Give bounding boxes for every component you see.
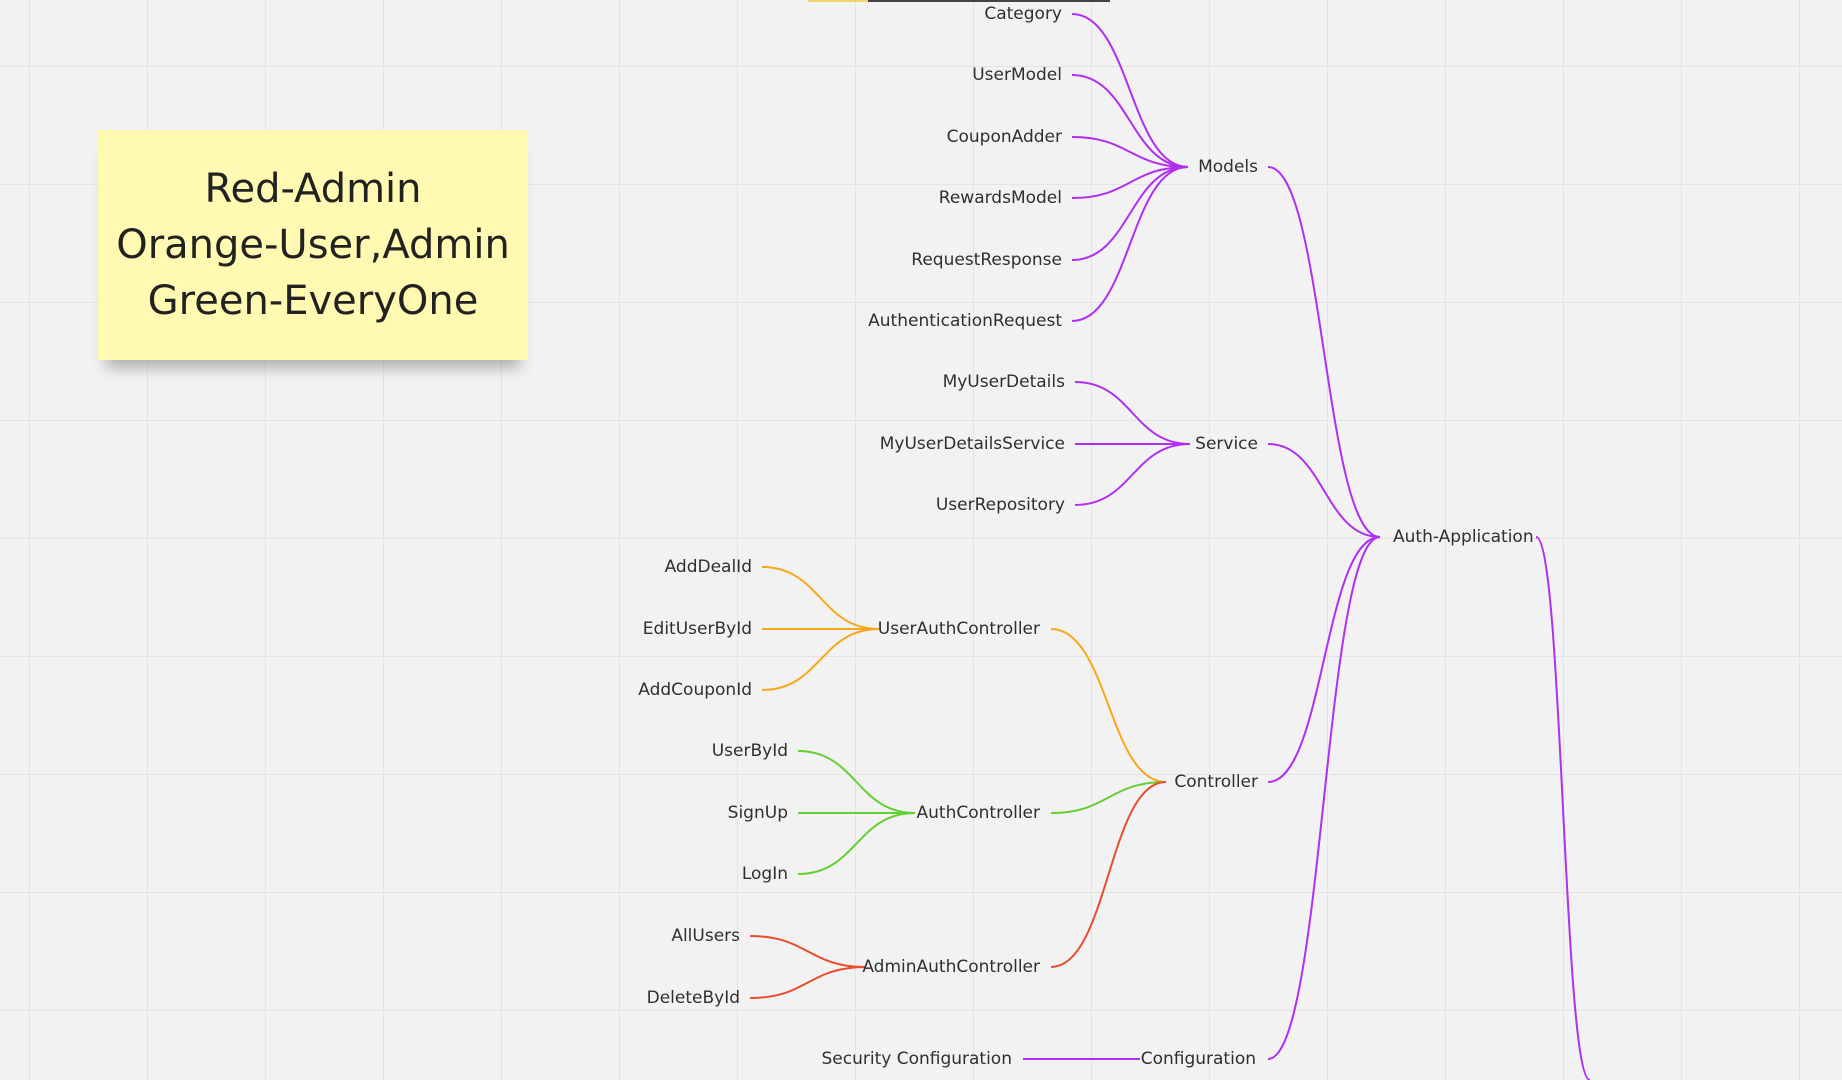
node-allusers[interactable]: AllUsers [671,926,740,946]
node-service[interactable]: Service [1195,434,1258,454]
node-addcouponid[interactable]: AddCouponId [638,680,752,700]
edge-auth-controller-to-controller [1050,781,1167,814]
mindmap-edges [749,13,1591,1080]
node-userrepository[interactable]: UserRepository [936,495,1065,515]
edge-login-to-auth-controller [797,812,916,875]
edge-authenticationrequest-to-models [1071,166,1189,322]
edge-category-to-models [1071,13,1189,168]
node-myuserdetailsservice[interactable]: MyUserDetailsService [880,434,1065,454]
legend-sticky-note[interactable]: Red-Admin Orange-User,Admin Green-EveryO… [98,130,528,360]
edge-requestresponse-to-models [1071,166,1189,261]
node-edituserbyid[interactable]: EditUserById [643,619,752,639]
node-category[interactable]: Category [984,4,1062,24]
edge-user-auth-controller-to-controller [1050,628,1167,783]
node-usermodel[interactable]: UserModel [972,65,1062,85]
node-security-configuration[interactable]: Security Configuration [821,1049,1012,1069]
node-adddealid[interactable]: AddDealId [665,557,752,577]
legend-line-orange: Orange-User,Admin [116,222,510,268]
node-couponadder[interactable]: CouponAdder [947,127,1062,147]
node-login[interactable]: LogIn [742,864,788,884]
edge-service-to-root [1267,443,1381,538]
edge-allusers-to-admin-auth-controller [749,935,867,968]
node-deletebyid[interactable]: DeleteById [647,988,740,1008]
node-authenticationrequest[interactable]: AuthenticationRequest [868,311,1062,331]
mindmap-labels: Auth-Application Models CategoryUserModelC… [638,4,1533,1069]
edge-addcouponid-to-user-auth-controller [761,628,880,691]
node-userbyid[interactable]: UserById [712,741,788,761]
edge-userbyid-to-auth-controller [797,750,916,814]
node-authcontroller[interactable]: AuthController [917,803,1040,823]
edge-deletebyid-to-admin-auth-controller [749,966,867,999]
node-models[interactable]: Models [1198,157,1258,177]
node-requestresponse[interactable]: RequestResponse [911,250,1062,270]
node-auth-application[interactable]: Auth-Application [1393,527,1534,547]
edge-admin-auth-controller-to-controller [1050,781,1167,968]
edge-couponadder-to-models [1071,136,1189,168]
top-edge-bar-yellow [808,0,868,2]
edge-controller-to-root [1267,536,1381,783]
node-adminauthcontroller[interactable]: AdminAuthController [862,957,1040,977]
node-configuration[interactable]: Configuration [1141,1049,1256,1069]
node-myuserdetails[interactable]: MyUserDetails [943,372,1066,392]
edge-rewardsmodel-to-models [1071,166,1189,199]
node-controller[interactable]: Controller [1174,772,1258,792]
node-userauthcontroller[interactable]: UserAuthController [878,619,1040,639]
edge-adddealid-to-user-auth-controller [761,566,880,630]
edge-models-to-root [1267,166,1381,538]
edge-myuserdetails-to-service [1074,381,1191,445]
edge-configuration-to-root [1267,536,1381,1060]
legend-line-red: Red-Admin [204,166,422,212]
edge-root-trunk [1535,536,1591,1080]
edge-userrepository-to-service [1074,443,1191,506]
top-edge-bar-dark [868,0,1110,2]
edge-usermodel-to-models [1071,74,1189,168]
node-signup[interactable]: SignUp [728,803,788,823]
legend-line-green: Green-EveryOne [147,278,479,324]
node-rewardsmodel[interactable]: RewardsModel [939,188,1062,208]
